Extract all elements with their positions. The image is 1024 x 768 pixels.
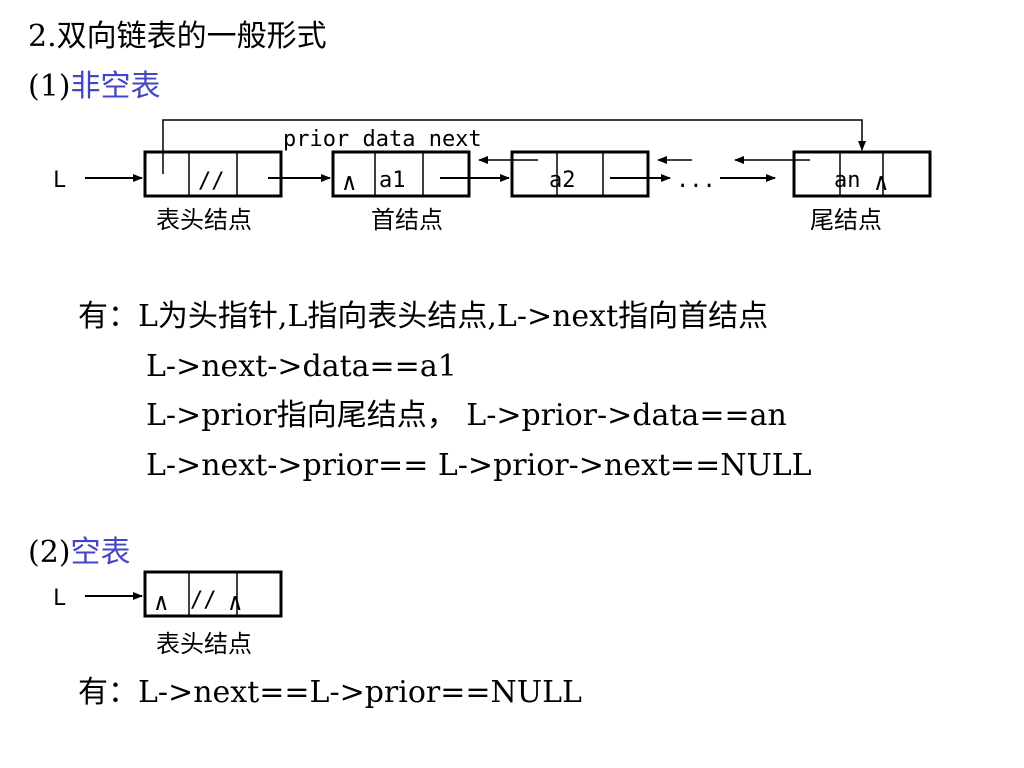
section1-label: 非空表	[70, 69, 161, 104]
notes2-prefix: 有：	[78, 675, 138, 710]
node-an-next-null: ∧	[874, 168, 888, 196]
node-a1-data: a1	[379, 168, 406, 193]
section2-number: (2)	[28, 535, 71, 570]
head-pointer-label: L	[53, 168, 66, 193]
node-an: an ∧	[792, 150, 932, 198]
head-node: //	[143, 150, 283, 198]
section2-label: 空表	[70, 535, 131, 570]
node-a1-prior-null: ∧	[342, 168, 356, 196]
ellipsis: ...	[676, 168, 716, 193]
empty-head-data: //	[190, 588, 217, 613]
node-a2-data: a2	[549, 168, 576, 193]
caption-head-node: 表头结点	[156, 206, 252, 234]
field-header: prior data next	[283, 127, 482, 152]
notes2-text: L->next==L->prior==NULL	[138, 675, 582, 710]
notes1-line1: 有：L为头指针,L指向表头结点,L->next指向首结点	[78, 302, 768, 332]
empty-pointer-label: L	[53, 586, 66, 611]
section1-number: (1)	[28, 69, 71, 104]
notes1-line4: L->next->prior== L->prior->next==NULL	[146, 448, 812, 483]
section1-heading: (1)非空表	[28, 72, 161, 102]
notes1-prefix: 有：	[78, 299, 138, 334]
slide-title: 2.双向链表的一般形式	[28, 19, 327, 54]
empty-prior-null: ∧	[154, 588, 168, 616]
empty-next-null: ∧	[228, 588, 242, 616]
notes2-line: 有：L->next==L->prior==NULL	[78, 678, 582, 708]
section2-heading: (2)空表	[28, 538, 131, 568]
caption-tail-node: 尾结点	[810, 206, 882, 234]
notes1-line1-text: L为头指针,L指向表头结点,L->next指向首结点	[138, 299, 769, 334]
caption-first-node: 首结点	[371, 206, 443, 234]
node-a1: ∧ a1	[331, 150, 471, 198]
node-a2: a2	[510, 150, 650, 198]
node-an-data: an	[834, 168, 861, 193]
empty-caption-head-node: 表头结点	[156, 630, 252, 658]
notes1-line2: L->next->data==a1	[146, 349, 457, 384]
empty-head-node: ∧ // ∧	[143, 570, 283, 618]
head-node-data: //	[198, 169, 225, 194]
notes1-line3: L->prior指向尾结点， L->prior->data==an	[146, 398, 787, 433]
head-to-tail-arrow	[162, 119, 866, 174]
